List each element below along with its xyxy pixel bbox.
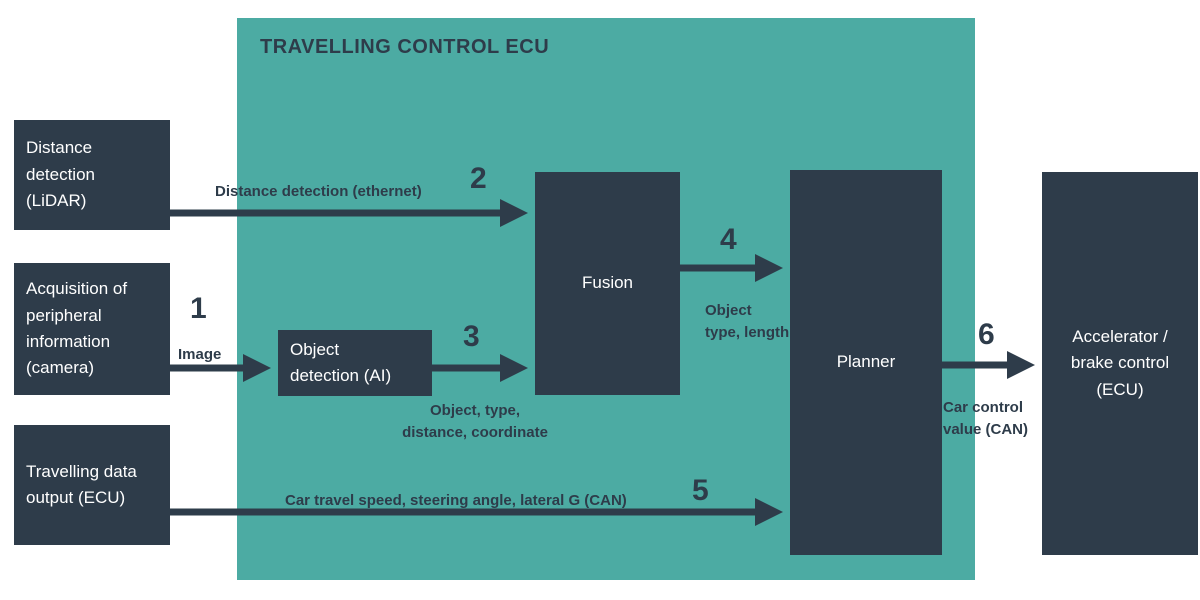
node-accelerator-brake-control: Accelerator / brake control (ECU) [1042, 172, 1198, 555]
flow-label-image: Image [178, 346, 222, 363]
node-acquisition-camera: Acquisition of peripheral information (c… [14, 263, 170, 395]
flow-number-4: 4 [720, 223, 737, 256]
node-distance-detection-lidar: Distance detection (LiDAR) [14, 120, 170, 230]
flow-label-distance-detection-ethernet: Distance detection (ethernet) [215, 183, 422, 200]
flow-number-6: 6 [978, 318, 995, 351]
flow-label-car-control-value: Car control value (CAN) [943, 399, 1029, 438]
node-planner: Planner [790, 170, 942, 555]
flow-number-5: 5 [692, 474, 709, 507]
flow-label-object-type-length: Object type, length [705, 302, 790, 341]
flow-number-1: 1 [190, 292, 207, 325]
flow-number-2: 2 [470, 162, 487, 195]
flow-number-3: 3 [463, 320, 480, 353]
flow-label-car-travel-speed: Car travel speed, steering angle, latera… [285, 492, 627, 509]
node-travelling-data-output: Travelling data output (ECU) [14, 425, 170, 545]
panel-title: TRAVELLING CONTROL ECU [260, 36, 550, 58]
flow-label-object-type-distance-coordinate: Object, type, distance, coordinate [402, 402, 548, 441]
node-object-detection-ai: Object detection (AI) [278, 330, 432, 396]
node-fusion: Fusion [535, 172, 680, 395]
